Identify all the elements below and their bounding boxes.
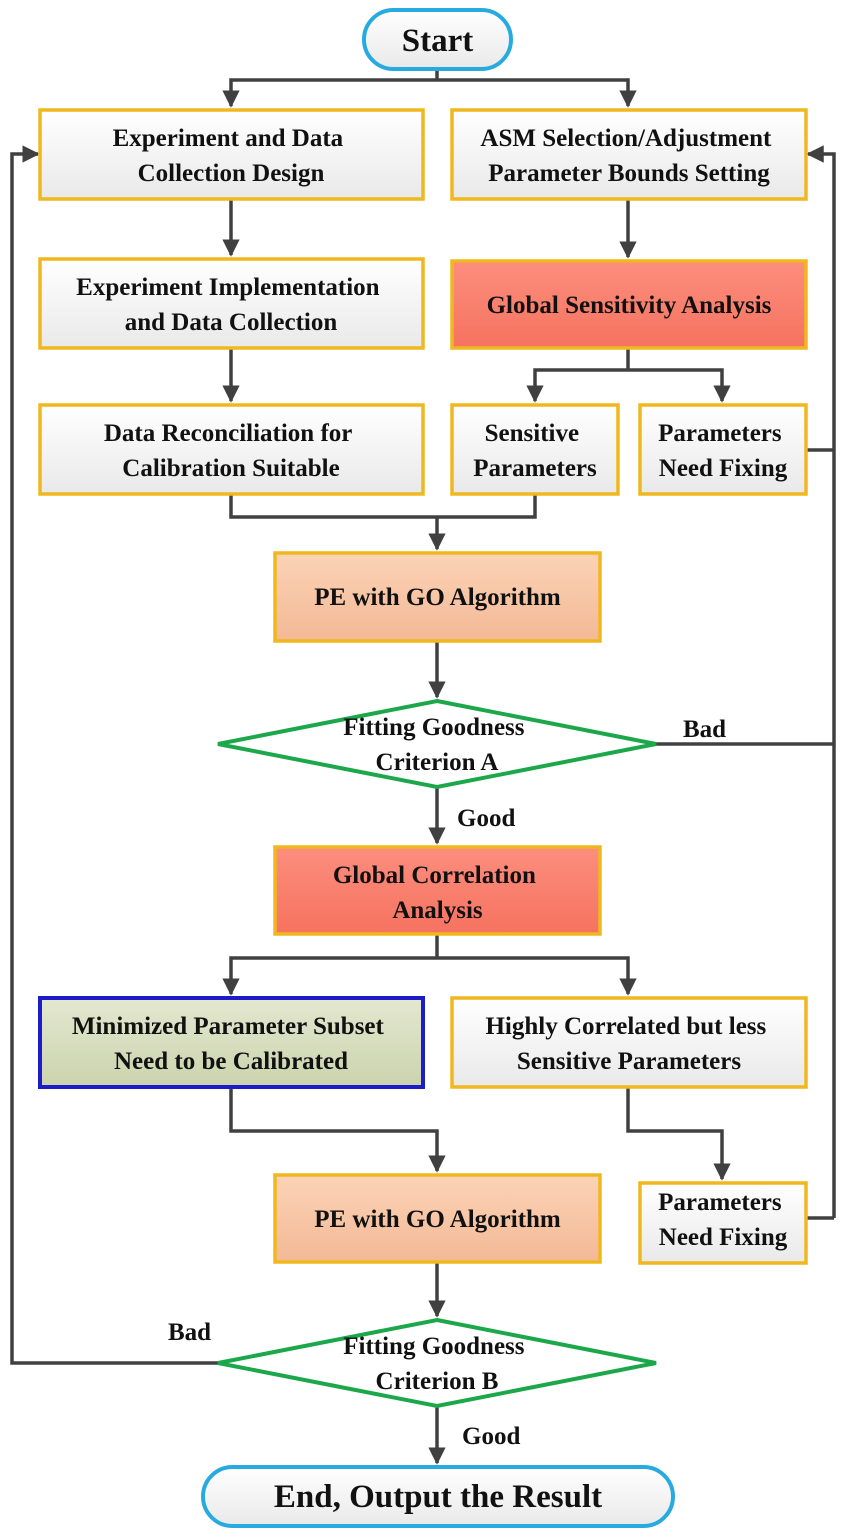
global-correlation-line2: Analysis <box>392 897 483 924</box>
svg-text:Data Reconciliation for: Data Reconciliation for Calibration Suit… <box>104 420 358 482</box>
minimized-subset-line2: Need to be Calibrated <box>114 1048 348 1075</box>
criterion-b-bad-label: Bad <box>168 1319 211 1346</box>
experiment-design-box: Experiment and Data Collection Design <box>38 108 425 201</box>
edge-criterion-b-bad <box>10 145 218 1365</box>
experiment-design-line2: Collection Design <box>138 160 325 187</box>
asm-selection-box: ASM Selection/Adjustment Parameter Bound… <box>450 108 808 201</box>
sensitive-parameters-line2: Parameters <box>473 455 597 482</box>
edge-gsa-to-fix1 <box>628 368 731 403</box>
criterion-a-good-label: Good <box>457 805 515 832</box>
experiment-implementation-box: Experiment Implementation and Data Colle… <box>38 257 425 350</box>
criterion-a-bad-label: Bad <box>683 716 726 743</box>
parameters-need-fixing-2-line2: Need Fixing <box>659 1224 788 1251</box>
edge-gsa-to-sensitive <box>526 368 628 403</box>
svg-text:Experiment Implementation: Experiment Implementation and Data Colle… <box>76 274 386 336</box>
sensitive-parameters-box: Sensitive Parameters <box>450 403 620 496</box>
start-label: Start <box>402 23 473 59</box>
svg-text:Sensitive Parameters: Sensitive Parameters <box>473 420 597 482</box>
end-terminal: End, Output the Result <box>201 1465 675 1528</box>
global-sensitivity-analysis-label: Global Sensitivity Analysis <box>487 292 772 319</box>
edge-right-rail-to-asm <box>806 145 836 1218</box>
parameters-need-fixing-1-line2: Need Fixing <box>659 455 788 482</box>
minimized-subset-line1: Minimized Parameter Subset <box>72 1013 385 1040</box>
experiment-design-line1: Experiment and Data <box>113 125 344 152</box>
svg-text:Minimized Parameter Subset: Minimized Parameter Subset Need to be Ca… <box>72 1013 390 1075</box>
edge-sensitive-merge <box>437 494 537 519</box>
criterion-b-good-label: Good <box>462 1423 520 1450</box>
experiment-implementation-line2: and Data Collection <box>125 309 338 336</box>
highly-correlated-line1: Highly Correlated but less <box>485 1013 766 1040</box>
criterion-b-diamond: Fitting Goodness Criterion B <box>217 1317 657 1409</box>
edge-start-to-exp-design <box>222 78 437 108</box>
highly-correlated-box: Highly Correlated but less Sensitive Par… <box>450 996 808 1089</box>
criterion-a-diamond: Fitting Goodness Criterion A <box>217 698 657 790</box>
edge-recon-merge <box>229 494 437 519</box>
pe-go-algorithm-box-2: PE with GO Algorithm <box>273 1173 602 1264</box>
pe-go-algorithm-1-label: PE with GO Algorithm <box>314 584 561 611</box>
criterion-a-line1: Fitting Goodness <box>343 714 525 741</box>
svg-text:Parameters Need Fixing: Parameters Need Fixing <box>658 420 788 482</box>
criterion-a-line2: Criterion A <box>376 749 499 776</box>
data-reconciliation-line1: Data Reconciliation for <box>104 420 352 447</box>
pe-go-algorithm-2-label: PE with GO Algorithm <box>314 1206 561 1233</box>
global-correlation-line1: Global Correlation <box>333 862 536 889</box>
highly-correlated-line2: Sensitive Parameters <box>517 1048 742 1075</box>
end-label: End, Output the Result <box>274 1479 602 1515</box>
edge-start-to-asm <box>437 78 637 108</box>
criterion-b-line2: Criterion B <box>376 1368 499 1395</box>
svg-text:Fitting Goodness Criteri: Fitting Goodness Criterion A <box>343 714 531 776</box>
experiment-implementation-line1: Experiment Implementation <box>76 274 380 301</box>
svg-text:Fitting Goodness Criteri: Fitting Goodness Criterion B <box>343 1333 531 1395</box>
edge-highly-to-fix2 <box>626 1087 731 1181</box>
svg-text:Global Correlation Analy: Global Correlation Analysis <box>333 862 542 924</box>
asm-selection-line2: Parameter Bounds Setting <box>488 160 770 187</box>
minimized-parameter-subset-box: Minimized Parameter Subset Need to be Ca… <box>38 996 425 1089</box>
global-sensitivity-analysis-box: Global Sensitivity Analysis <box>450 259 808 350</box>
criterion-b-line1: Fitting Goodness <box>343 1333 525 1360</box>
svg-text:Highly Correlated but less: Highly Correlated but less Sensitive Par… <box>485 1013 772 1075</box>
parameters-need-fixing-box-2: Parameters Need Fixing <box>638 1181 808 1265</box>
sensitive-parameters-line1: Sensitive <box>485 420 579 447</box>
data-reconciliation-line2: Calibration Suitable <box>122 455 339 482</box>
svg-text:Experiment and Data Coll: Experiment and Data Collection Design <box>113 125 350 187</box>
svg-text:Parameters Need Fixing: Parameters Need Fixing <box>658 1189 788 1251</box>
edge-gca-to-subset <box>222 956 437 996</box>
data-reconciliation-box: Data Reconciliation for Calibration Suit… <box>38 403 425 496</box>
pe-go-algorithm-box-1: PE with GO Algorithm <box>273 551 602 643</box>
svg-text:ASM Selection/Adjustment: ASM Selection/Adjustment Parameter Bound… <box>480 125 777 187</box>
global-correlation-analysis-box: Global Correlation Analysis <box>273 845 602 936</box>
start-terminal: Start <box>362 8 513 71</box>
edge-gca-to-highly <box>437 956 637 996</box>
edge-subset-to-pe2 <box>229 1087 446 1173</box>
asm-selection-line1: ASM Selection/Adjustment <box>480 125 772 152</box>
parameters-need-fixing-1-line1: Parameters <box>658 420 782 447</box>
parameters-need-fixing-2-line1: Parameters <box>658 1189 782 1216</box>
connectors <box>10 69 836 1465</box>
parameters-need-fixing-box-1: Parameters Need Fixing <box>638 403 808 496</box>
